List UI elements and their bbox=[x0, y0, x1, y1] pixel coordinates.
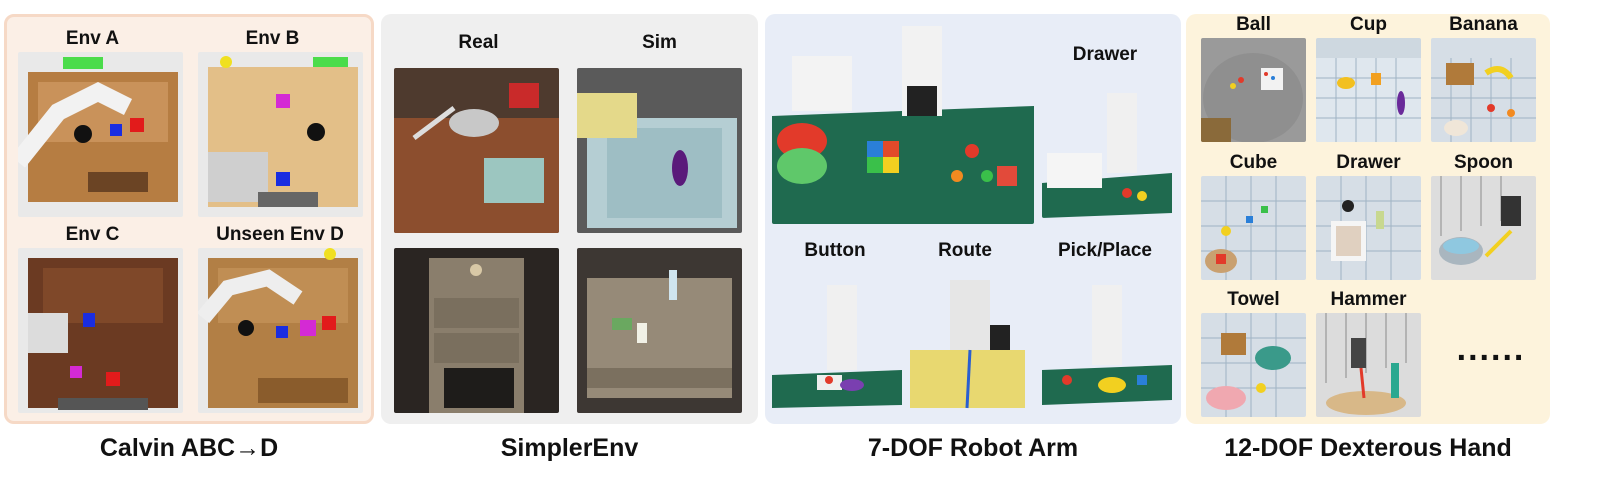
label-drawer-hand: Drawer bbox=[1336, 152, 1401, 173]
label-route: Route bbox=[938, 240, 992, 261]
label-drawer-arm: Drawer bbox=[1072, 44, 1138, 65]
label-cube: Cube bbox=[1229, 152, 1278, 173]
simpler-real-drawer-image bbox=[394, 248, 559, 413]
caption-robot-arm: 7-DOF Robot Arm bbox=[867, 434, 1079, 462]
label-banana: Banana bbox=[1449, 14, 1518, 35]
label-cup: Cup bbox=[1350, 14, 1387, 35]
label-env-c: Env C bbox=[65, 224, 120, 245]
label-real: Real bbox=[458, 32, 499, 53]
robot-arm-pick-place-image bbox=[1042, 280, 1172, 410]
label-env-b: Env B bbox=[245, 28, 300, 49]
more-tasks-ellipsis: ...... bbox=[1456, 330, 1526, 368]
simpler-sim-sink-image bbox=[577, 68, 742, 233]
hand-cup-image bbox=[1316, 38, 1421, 142]
calvin-env-a-image bbox=[18, 52, 183, 217]
robot-arm-tabletop-image bbox=[772, 26, 1034, 224]
hand-towel-image bbox=[1201, 313, 1306, 417]
robot-arm-button-image bbox=[772, 280, 902, 410]
simpler-real-sink-image bbox=[394, 68, 559, 233]
label-sim: Sim bbox=[642, 32, 677, 53]
label-button: Button bbox=[804, 240, 866, 261]
calvin-env-d-image bbox=[198, 248, 363, 413]
hand-cube-image bbox=[1201, 176, 1306, 280]
caption-simpler: SimplerEnv bbox=[500, 434, 639, 462]
label-env-d: Unseen Env D bbox=[216, 224, 344, 245]
hand-spoon-image bbox=[1431, 176, 1536, 280]
robot-arm-drawer-image bbox=[1042, 88, 1172, 218]
calvin-env-c-image bbox=[18, 248, 183, 413]
caption-dexterous: 12-DOF Dexterous Hand bbox=[1224, 434, 1512, 462]
label-towel: Towel bbox=[1227, 289, 1280, 310]
label-env-a: Env A bbox=[65, 28, 120, 49]
label-hammer: Hammer bbox=[1330, 289, 1407, 310]
robot-arm-route-image bbox=[905, 280, 1027, 410]
hand-ball-image bbox=[1201, 38, 1306, 142]
hand-hammer-image bbox=[1316, 313, 1421, 417]
hand-banana-image bbox=[1431, 38, 1536, 142]
label-pick-place: Pick/Place bbox=[1057, 240, 1153, 261]
simpler-sim-drawer-image bbox=[577, 248, 742, 413]
calvin-env-b-image bbox=[198, 52, 363, 217]
label-ball: Ball bbox=[1236, 14, 1271, 35]
caption-calvin: Calvin ABC→D bbox=[99, 434, 279, 462]
label-spoon: Spoon bbox=[1453, 152, 1514, 173]
hand-drawer-image bbox=[1316, 176, 1421, 280]
